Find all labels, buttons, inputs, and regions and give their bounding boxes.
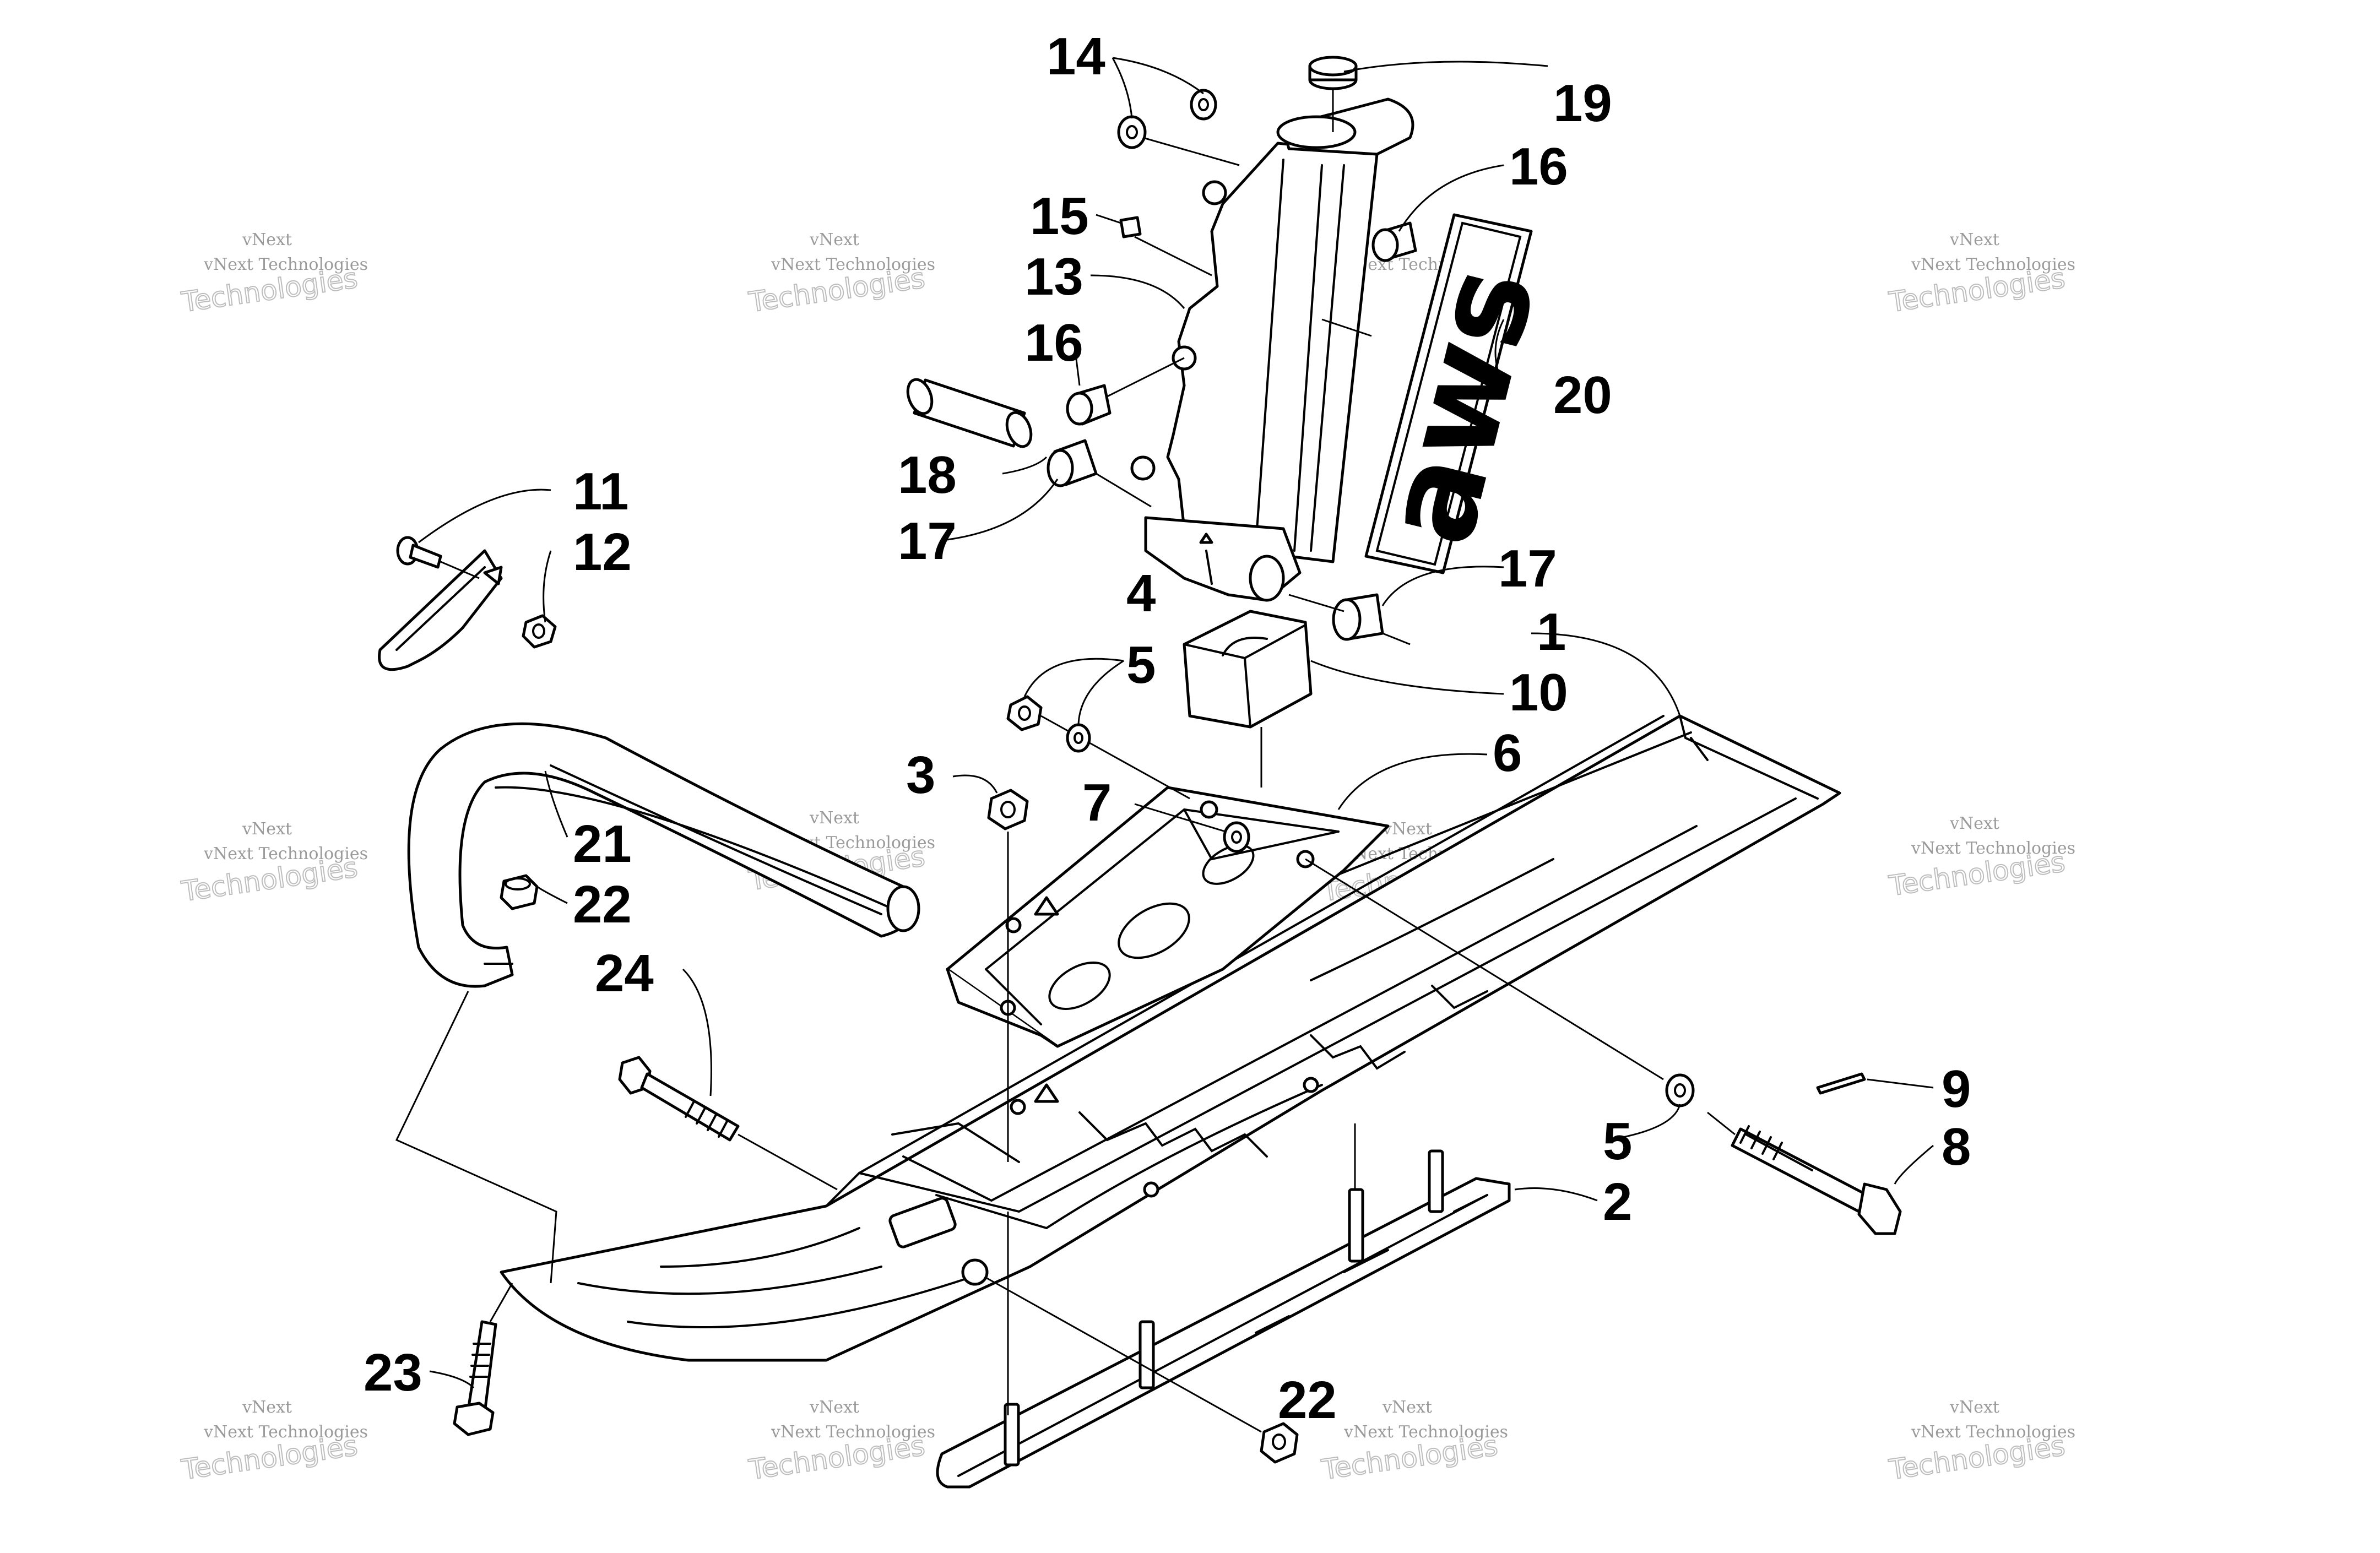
callout-23: 23 — [364, 1343, 422, 1402]
watermark-text: vNext — [1949, 230, 1999, 249]
nut-22-upper — [500, 874, 539, 910]
watermark-text: vNext Technologies — [771, 1422, 935, 1442]
callout-17-left: 17 — [898, 512, 957, 571]
cotter-pin-9 — [1816, 1072, 1866, 1095]
watermark-text: vNext — [809, 808, 859, 828]
washers-14 — [1117, 89, 1240, 166]
callout-16-upper: 16 — [1509, 137, 1568, 196]
spindle-part — [1130, 97, 1414, 602]
watermark-text: vNext Technologies — [1343, 1422, 1508, 1442]
assembly-lines — [395, 991, 1356, 1415]
watermark-text: vNext — [1949, 1398, 1999, 1417]
watermark-top-center: vNext vNext Technologies Technologies — [746, 230, 935, 319]
clip-bracket-part — [378, 549, 503, 671]
callout-leaders — [418, 57, 1934, 1389]
callout-24: 24 — [595, 944, 654, 1003]
watermark-text: vNext Technologies — [203, 844, 368, 864]
callout-2: 2 — [1603, 1172, 1632, 1231]
callout-8: 8 — [1942, 1117, 1971, 1176]
callout-5-upper: 5 — [1126, 636, 1156, 694]
callout-labels: 14 19 16 15 13 16 20 18 17 17 11 12 1 4 … — [364, 27, 1971, 1430]
bushing-16-upper — [1321, 221, 1417, 337]
callout-9: 9 — [1942, 1060, 1971, 1118]
grease-fitting-part — [1119, 216, 1212, 276]
callout-4: 4 — [1126, 564, 1156, 623]
watermark-top-right: vNext vNext Technologies Technologies — [1886, 230, 2075, 319]
wear-bar-part — [936, 1123, 1511, 1489]
nut-12 — [522, 614, 557, 649]
callout-11: 11 — [573, 462, 628, 521]
washer-5-upper — [1066, 723, 1091, 753]
watermark-text: vNext Technologies — [203, 255, 368, 274]
nut-22-lower — [985, 1277, 1299, 1464]
watermark-text: vNext Technologies — [1911, 255, 2075, 274]
callout-21: 21 — [573, 814, 632, 873]
callout-10: 10 — [1509, 663, 1568, 722]
screw-11 — [396, 536, 480, 579]
watermark-text: vNext — [1382, 819, 1432, 839]
watermark-bottom-right: vNext vNext Technologies Technologies — [1886, 1398, 2075, 1486]
watermark-text: vNext Technologies — [1911, 839, 2075, 858]
pin-part — [906, 378, 1033, 448]
callout-20: 20 — [1553, 366, 1612, 425]
watermark-bottom-mid: vNext vNext Technologies Technologies — [1319, 1398, 1508, 1486]
stopper-block-part — [1183, 610, 1313, 788]
watermark-middle-left: vNext vNext Technologies Technologies — [179, 819, 368, 908]
callout-18: 18 — [898, 446, 957, 504]
watermark-text: vNext — [1382, 1398, 1432, 1417]
callout-12: 12 — [573, 523, 632, 582]
callout-22-lower: 22 — [1278, 1371, 1337, 1430]
aws-logo-text: aws — [1354, 253, 1564, 558]
callout-15: 15 — [1030, 187, 1089, 246]
bushing-17-left — [1047, 439, 1152, 508]
ski-part — [500, 714, 1841, 1362]
callout-6: 6 — [1493, 724, 1522, 783]
watermark-text: vNext — [809, 1398, 859, 1417]
callout-5-lower: 5 — [1603, 1112, 1632, 1171]
ski-loop-part — [407, 722, 920, 988]
watermark-text: vNext — [1949, 814, 1999, 833]
watermark-middle-right: vNext vNext Technologies Technologies — [1886, 814, 2075, 903]
callout-19: 19 — [1553, 74, 1612, 133]
nut-4 — [1006, 695, 1190, 800]
callout-7: 7 — [1082, 773, 1112, 832]
callout-1: 1 — [1537, 602, 1566, 661]
watermark-text: vNext — [242, 230, 292, 249]
watermark-text: vNext Technologies — [203, 1422, 368, 1442]
cap-plug-part — [1308, 56, 1358, 132]
bolt-24 — [618, 1056, 838, 1191]
watermark-text: vNext Technologies — [771, 255, 935, 274]
washer-5-lower — [1305, 858, 1695, 1107]
bushing-17-right — [1288, 593, 1411, 645]
bolt-8 — [1707, 1111, 1902, 1235]
washer-7 — [1223, 821, 1250, 853]
bolt-23 — [453, 1283, 513, 1436]
watermark-bottom-left: vNext vNext Technologies Technologies — [179, 1398, 368, 1486]
nut-3 — [987, 789, 1029, 1162]
callout-3: 3 — [906, 746, 935, 805]
callout-13: 13 — [1024, 247, 1083, 306]
watermark-text: vNext — [242, 819, 292, 839]
callout-22-upper: 22 — [573, 875, 632, 934]
callout-14: 14 — [1047, 27, 1105, 86]
watermark-text: vNext Technologies — [1911, 1422, 2075, 1442]
bushing-16-lower — [1066, 357, 1185, 426]
watermark-text: vNext — [809, 230, 859, 249]
watermark-text: vNext — [242, 1398, 292, 1417]
callout-16-lower: 16 — [1024, 313, 1083, 372]
watermark-bottom-center: vNext vNext Technologies Technologies — [746, 1398, 935, 1486]
callout-17-right: 17 — [1498, 539, 1557, 598]
watermark-top-left: vNext vNext Technologies Technologies — [179, 230, 368, 319]
